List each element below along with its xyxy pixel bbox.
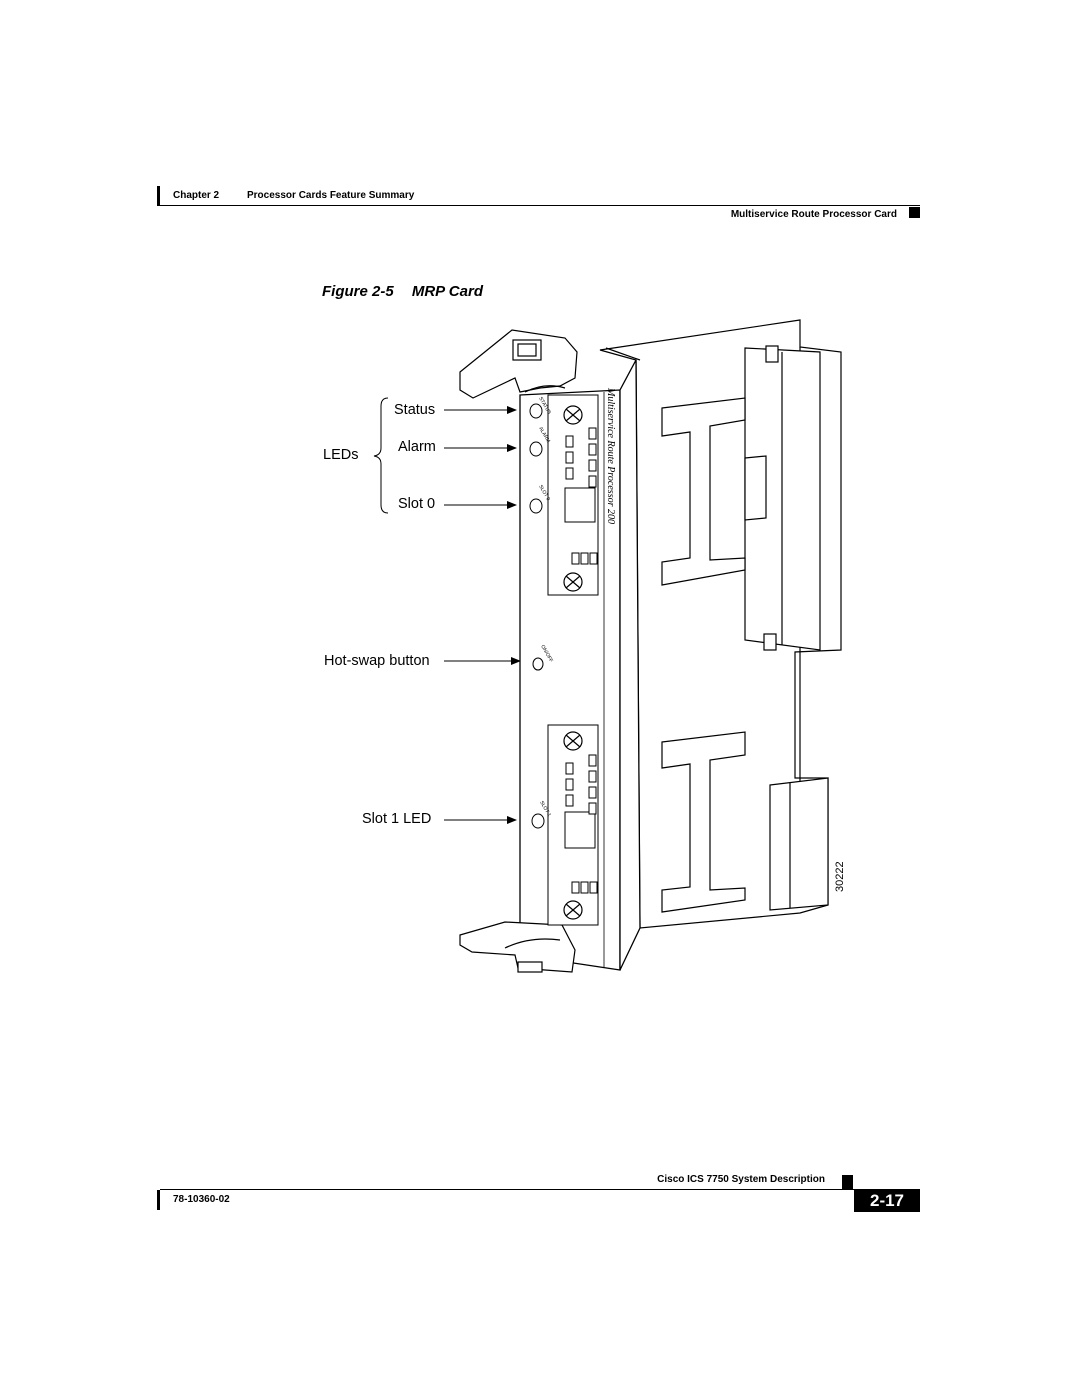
figure-title: Figure 2-5 MRP Card bbox=[322, 283, 483, 300]
lower-module bbox=[547, 724, 599, 926]
faceplate-product-text: Multiservice Route Processor 200 bbox=[605, 387, 616, 524]
footer-left-bar bbox=[157, 1190, 160, 1210]
callout-status: Status bbox=[394, 402, 436, 418]
chapter-label: Chapter 2 bbox=[173, 190, 220, 201]
figure-label: Figure 2-5 bbox=[322, 283, 394, 300]
figure-id: 30222 bbox=[834, 861, 846, 892]
header-square bbox=[909, 207, 920, 218]
doc-number: 78-10360-02 bbox=[173, 1194, 230, 1205]
slot1-led bbox=[531, 813, 545, 829]
header-rule bbox=[160, 205, 920, 206]
header-left-bar bbox=[157, 186, 160, 206]
top-ejector bbox=[459, 329, 578, 399]
chapter-title: Processor Cards Feature Summary bbox=[247, 190, 415, 201]
callout-leds: LEDs bbox=[323, 447, 359, 463]
callout-slot1-led: Slot 1 LED bbox=[362, 811, 432, 827]
screw-icons bbox=[563, 405, 583, 920]
callout-alarm: Alarm bbox=[398, 439, 436, 455]
status-led bbox=[529, 403, 543, 419]
figure-caption: MRP Card bbox=[411, 283, 483, 300]
bottom-ejector bbox=[459, 921, 576, 973]
callout-hotswap: Hot-swap button bbox=[324, 653, 430, 669]
callout-slot0: Slot 0 bbox=[398, 496, 436, 512]
alarm-led bbox=[529, 441, 543, 457]
faceplate-leds bbox=[529, 403, 545, 829]
doc-title: Cisco ICS 7750 System Description bbox=[657, 1174, 825, 1185]
footer-square bbox=[842, 1175, 853, 1189]
slot0-led bbox=[529, 498, 543, 514]
page-number: 2-17 bbox=[854, 1189, 920, 1212]
footer-rule bbox=[160, 1189, 920, 1190]
leds-brace bbox=[373, 397, 389, 514]
section-title: Multiservice Route Processor Card bbox=[730, 209, 897, 220]
upper-module bbox=[547, 394, 599, 596]
hotswap-button bbox=[532, 657, 544, 671]
